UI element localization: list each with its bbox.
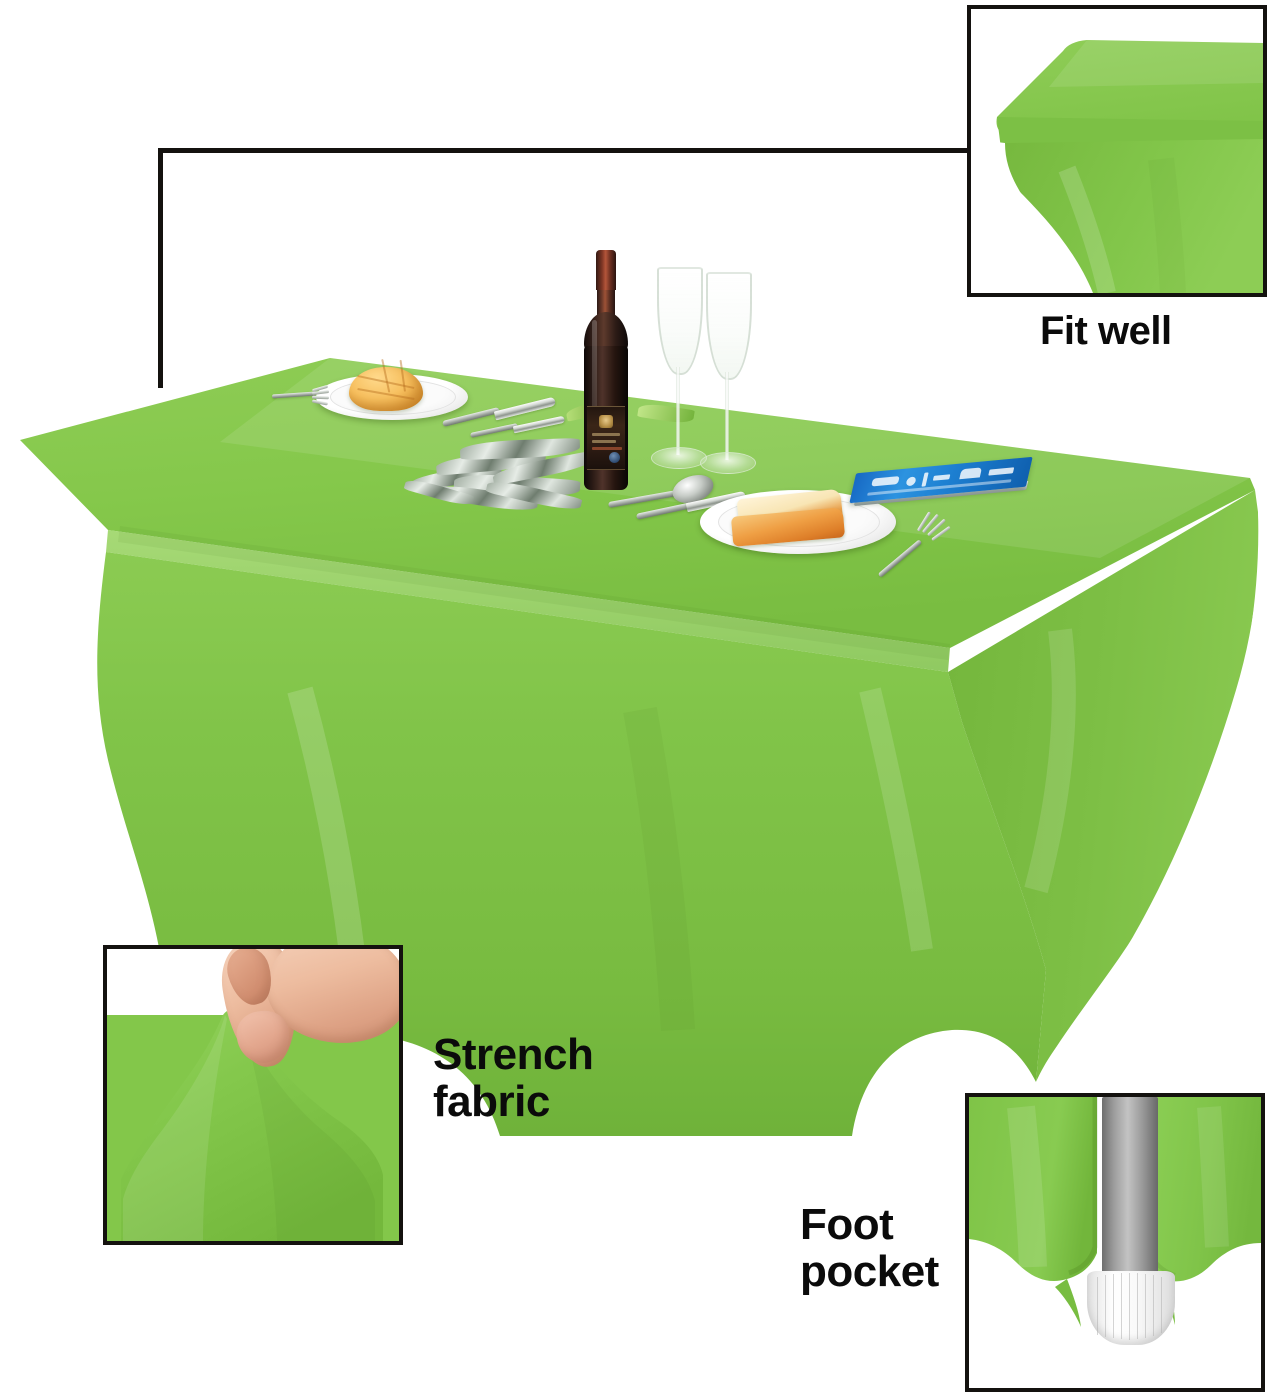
callout-box-fit-well (967, 5, 1267, 297)
bottle-foil-capsule (596, 250, 616, 290)
leader-line-fit-well-horizontal (158, 148, 970, 153)
callout-box-foot-pocket (965, 1093, 1265, 1392)
foot-cap (1087, 1271, 1175, 1345)
bottle-seal (609, 452, 620, 463)
champagne-flute-left (651, 267, 707, 482)
flute-stem (725, 372, 729, 460)
flute-foot (700, 452, 756, 474)
bottle-crest-emblem (599, 415, 613, 428)
callout-label-foot-pocket: Foot pocket (800, 1200, 939, 1296)
strench-fabric-closeup-photo (107, 949, 399, 1241)
leader-line-fit-well-vertical (158, 148, 163, 388)
flute-bowl (706, 272, 752, 380)
bread-roll (349, 358, 423, 411)
callout-box-strench-fabric (103, 945, 403, 1245)
flute-foot (651, 447, 707, 469)
bottle-label (587, 406, 625, 470)
champagne-flute-right (700, 272, 756, 487)
blue-booklet (849, 456, 1033, 507)
callout-label-strench-fabric: Strench fabric (433, 1030, 594, 1126)
fit-well-closeup-photo (971, 9, 1263, 293)
flute-bowl (657, 267, 703, 375)
callout-label-fit-well: Fit well (1040, 309, 1172, 353)
table-leg (1102, 1097, 1158, 1293)
bottle-highlight (592, 320, 597, 470)
wine-bottle (578, 250, 634, 490)
flute-stem (676, 367, 680, 455)
foot-pocket-closeup-photo (969, 1097, 1261, 1388)
